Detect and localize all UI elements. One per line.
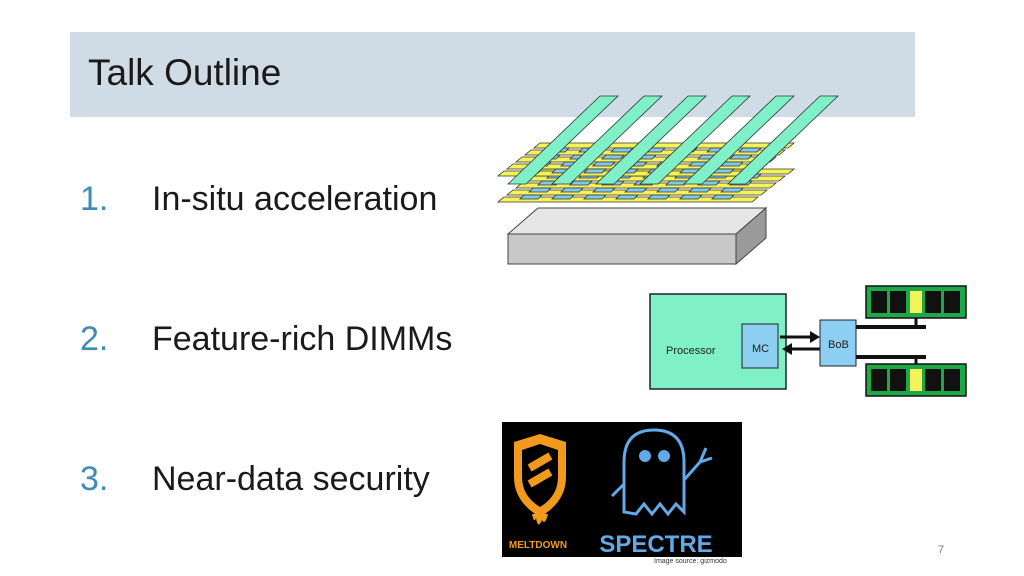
meltdown-shield-icon: [514, 434, 566, 525]
crossbar-wire-teal: [683, 95, 795, 185]
item-number: 3.: [80, 460, 109, 498]
dimm-diagram: Processor MC BoB: [649, 285, 967, 397]
crossbar-cell: [528, 187, 552, 193]
crossbar-cell: [729, 154, 753, 160]
spectre-ghost-icon: [610, 428, 713, 517]
crossbar-wire-teal: [551, 95, 663, 185]
item-number: 2.: [80, 320, 109, 358]
bob-box: [819, 319, 857, 367]
crossbar-cell: [679, 194, 703, 200]
crossbar-wire-teal: [595, 95, 707, 185]
crossbar-wire-yellow: [532, 142, 796, 149]
crossbar-wire-teal: [507, 95, 619, 185]
crossbar-cell: [592, 161, 616, 167]
crossbar-cell: [647, 194, 671, 200]
crossbar-cell: [583, 194, 607, 200]
meltdown-spectre-image: MELTDOWN SPECTRE: [502, 422, 742, 557]
dimm-module-bottom: [865, 363, 967, 397]
item-label: Feature-rich DIMMs: [152, 320, 453, 358]
arrow-left-head: [782, 343, 792, 355]
crossbar-cell: [601, 154, 625, 160]
title-bar: Talk Outline: [70, 32, 915, 117]
meltdown-label: MELTDOWN: [509, 540, 567, 551]
crossbar-cell: [624, 187, 648, 193]
crossbar-cell: [656, 187, 680, 193]
dimm-module-top: [865, 285, 967, 319]
spectre-label: SPECTRE: [599, 531, 712, 557]
crossbar-wire-teal: [727, 95, 839, 185]
crossbar-wire-teal: [639, 95, 751, 185]
bob-label: BoB: [828, 339, 849, 351]
crossbar-cell: [720, 187, 744, 193]
crossbar-cell: [583, 168, 607, 174]
crossbar-cell: [610, 147, 634, 153]
crossbar-cell: [560, 187, 584, 193]
item-label: In-situ acceleration: [152, 180, 438, 218]
mc-label: MC: [752, 343, 769, 355]
item-number: 1.: [80, 180, 109, 218]
crossbar-cell: [688, 187, 712, 193]
crossbar-cell: [551, 194, 575, 200]
crossbar-cell: [711, 194, 735, 200]
crossbar-cell: [519, 194, 543, 200]
crossbar-cell: [615, 194, 639, 200]
crossbar-cell: [592, 187, 616, 193]
crossbar-array-illustration: [496, 95, 839, 266]
image-source-caption: Image source: gizmodo: [654, 558, 727, 565]
mc-box: [741, 323, 779, 369]
crossbar-cell: [738, 147, 762, 153]
slide-title: Talk Outline: [88, 52, 282, 93]
crossbar-cell: [569, 180, 593, 186]
item-label: Near-data security: [152, 460, 430, 498]
page-number: 7: [938, 544, 945, 556]
processor-label: Processor: [666, 345, 716, 357]
arrow-right-head: [810, 331, 820, 343]
